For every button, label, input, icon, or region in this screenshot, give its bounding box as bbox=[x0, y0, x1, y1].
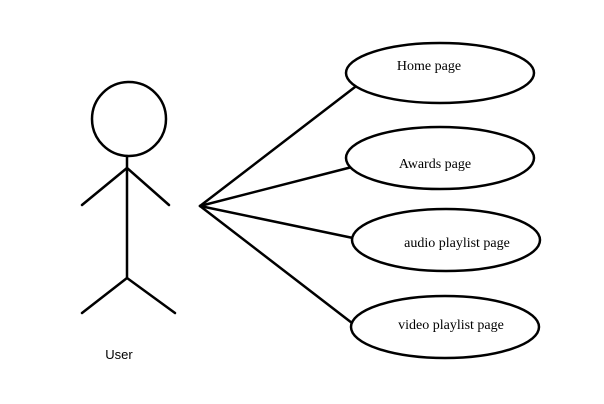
actor-left-arm bbox=[80, 166, 129, 207]
use-case-home-page: Home page bbox=[344, 41, 536, 105]
use-case-video-playlist-page: video playlist page bbox=[349, 294, 541, 360]
use-case-ellipse bbox=[349, 294, 541, 360]
use-case-ellipse bbox=[344, 41, 536, 105]
use-case-awards-page: Awards page bbox=[344, 125, 536, 191]
association-awards-page bbox=[198, 165, 354, 208]
use-case-audio-playlist-page: audio playlist page bbox=[350, 207, 542, 273]
associations bbox=[198, 85, 357, 325]
use-case-ellipse bbox=[344, 125, 536, 191]
actor-label: User bbox=[105, 347, 133, 362]
actor-right-arm bbox=[125, 166, 171, 207]
use-case-label: Home page bbox=[397, 59, 461, 74]
actor-left-leg bbox=[80, 276, 129, 315]
actor-right-leg bbox=[125, 276, 177, 315]
actor-user: User bbox=[80, 80, 177, 362]
association-home-page bbox=[198, 85, 357, 208]
use-case-ellipse bbox=[350, 207, 542, 273]
use-case-label: Awards page bbox=[399, 157, 471, 172]
use-case-label: video playlist page bbox=[398, 318, 504, 333]
actor-head bbox=[90, 80, 168, 158]
use-case-label: audio playlist page bbox=[404, 236, 510, 251]
association-audio-playlist-page bbox=[198, 204, 355, 240]
association-video-playlist-page bbox=[198, 204, 354, 325]
